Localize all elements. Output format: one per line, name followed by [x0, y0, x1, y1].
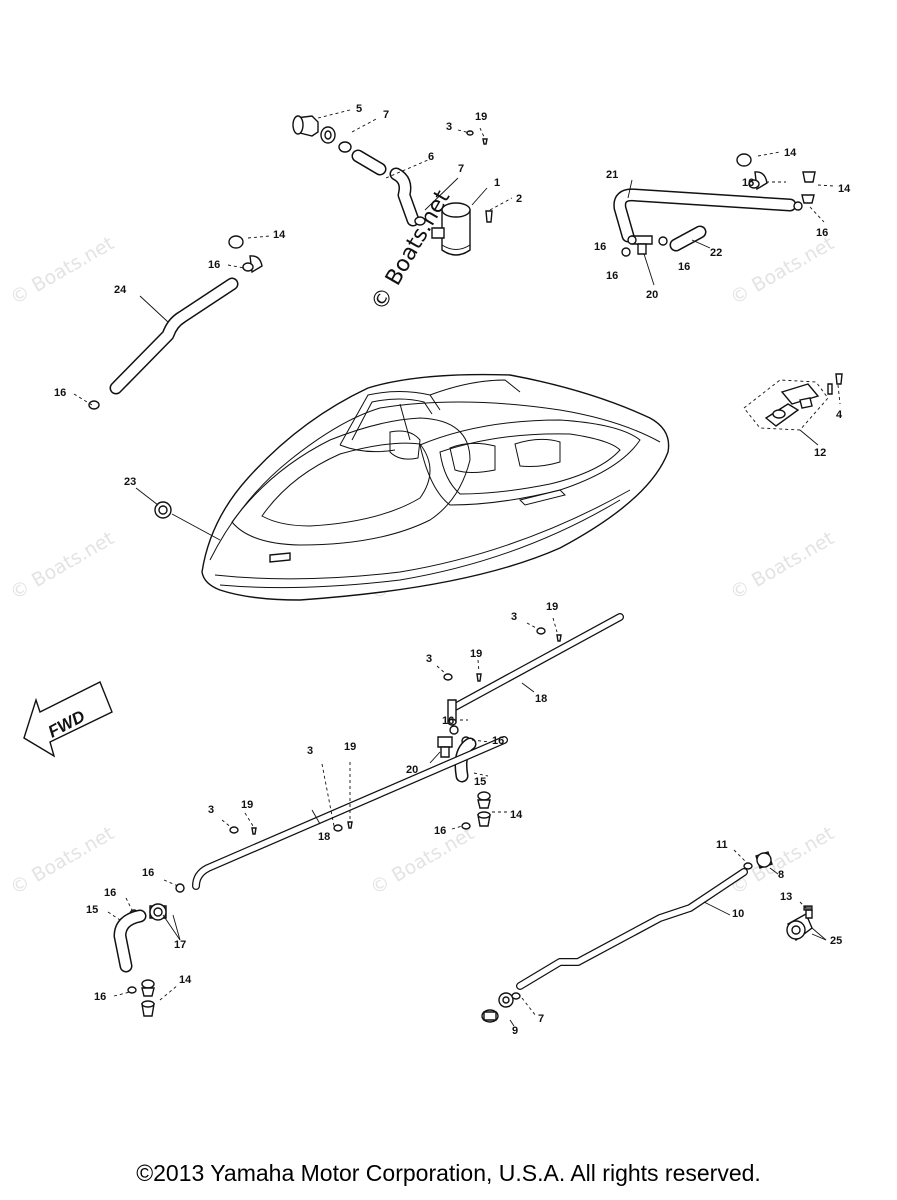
pipe-18-upper — [436, 613, 624, 726]
callout-16: 16 — [742, 177, 754, 189]
boat-hull — [135, 373, 670, 601]
callout-16: 16 — [208, 259, 220, 271]
callout-7: 7 — [458, 163, 464, 175]
callout-19: 19 — [241, 799, 253, 811]
callout-3: 3 — [511, 611, 517, 623]
watermark-text: © Boats.net — [7, 822, 118, 899]
callout-16: 16 — [142, 867, 154, 879]
callout-16: 16 — [434, 825, 446, 837]
callout-18: 18 — [535, 693, 547, 705]
callout-18: 18 — [318, 831, 330, 843]
callout-3: 3 — [426, 653, 432, 665]
callout-17: 17 — [174, 939, 186, 951]
callout-3: 3 — [446, 121, 452, 133]
callout-16: 16 — [104, 887, 116, 899]
callout-20: 20 — [646, 289, 658, 301]
bilge-pump-assembly — [292, 115, 493, 256]
callout-numbers: 5 7 3 19 6 7 1 2 14 16 24 16 21 14 16 14… — [54, 103, 851, 1037]
callout-14: 14 — [510, 809, 523, 821]
callout-19: 19 — [546, 601, 558, 613]
pipe-10-group — [481, 849, 827, 1027]
callout-5: 5 — [356, 103, 362, 115]
watermark-text: © Boats.net — [7, 527, 118, 604]
callout-3: 3 — [307, 745, 313, 757]
callout-25: 25 — [830, 935, 842, 947]
pump-leaders — [317, 109, 513, 211]
callout-23: 23 — [124, 476, 136, 488]
watermark-text: © Boats.net — [727, 232, 838, 309]
callout-6: 6 — [428, 151, 434, 163]
callout-19: 19 — [470, 648, 482, 660]
callout-14: 14 — [838, 183, 851, 195]
callout-4: 4 — [836, 409, 843, 421]
callout-7: 7 — [383, 109, 389, 121]
callout-10: 10 — [732, 908, 744, 920]
callout-24: 24 — [114, 284, 127, 296]
callout-12: 12 — [814, 447, 826, 459]
callout-21: 21 — [606, 169, 618, 181]
callout-7: 7 — [538, 1013, 544, 1025]
callout-16: 16 — [594, 241, 606, 253]
callout-19: 19 — [475, 111, 487, 123]
callout-14: 14 — [784, 147, 797, 159]
callout-15: 15 — [86, 904, 98, 916]
copyright-notice: ©2013 Yamaha Motor Corporation, U.S.A. A… — [136, 1160, 761, 1186]
callout-16: 16 — [442, 715, 454, 727]
callout-16: 16 — [54, 387, 66, 399]
lower-left-fittings — [107, 879, 185, 1017]
hose-21-group — [613, 151, 835, 286]
hose-24-group — [73, 235, 271, 410]
callout-16: 16 — [816, 227, 828, 239]
watermark-text: © Boats.net — [367, 822, 478, 899]
watermark-text: © Boats.net — [727, 822, 838, 899]
callout-16: 16 — [94, 991, 106, 1003]
callout-14: 14 — [273, 229, 286, 241]
callout-19: 19 — [344, 741, 356, 753]
callout-13: 13 — [780, 891, 792, 903]
part-12-group — [743, 373, 843, 446]
callout-22: 22 — [710, 247, 722, 259]
callout-16: 16 — [678, 261, 690, 273]
callout-14: 14 — [179, 974, 192, 986]
callout-9: 9 — [512, 1025, 518, 1037]
callout-11: 11 — [716, 839, 728, 851]
watermark-text: © Boats.net — [7, 232, 118, 309]
pipe-18-lower — [192, 736, 508, 890]
callout-8: 8 — [778, 869, 784, 881]
callout-15: 15 — [474, 776, 486, 788]
callout-16: 16 — [492, 735, 504, 747]
callout-2: 2 — [516, 193, 522, 205]
callout-20: 20 — [406, 764, 418, 776]
forward-arrow: FWD — [23, 681, 113, 758]
callout-1: 1 — [494, 177, 500, 189]
callout-16: 16 — [606, 270, 618, 282]
watermark-text: © Boats.net — [727, 527, 838, 604]
callout-3: 3 — [208, 804, 214, 816]
